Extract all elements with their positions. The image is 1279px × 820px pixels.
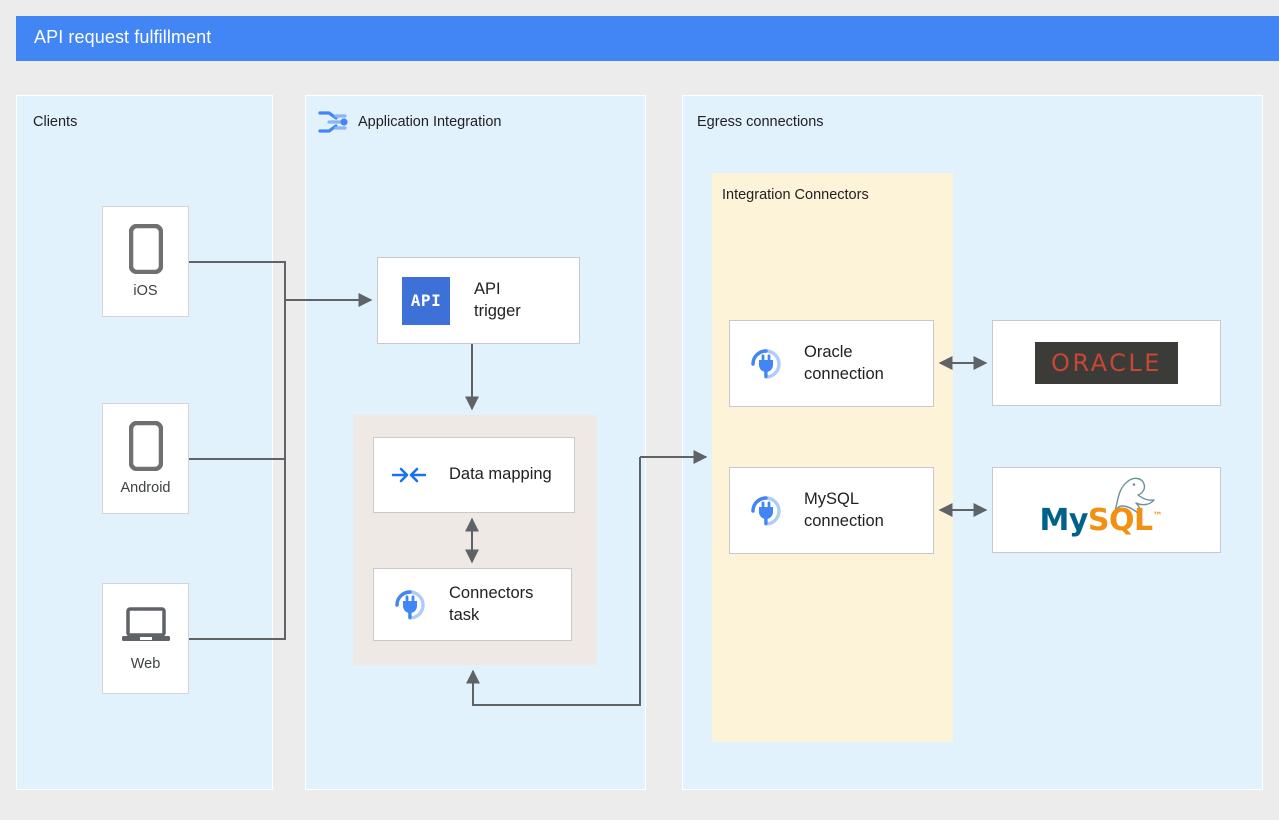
connectors-plug-icon (391, 586, 429, 624)
mysql-dolphin-icon (1112, 477, 1155, 517)
client-card-android[interactable]: Android (102, 403, 189, 514)
data-mapping-label: Data mapping (449, 465, 552, 484)
page-title: API request fulfillment (34, 27, 212, 47)
client-label-web: Web (130, 656, 161, 672)
mysql-logo-my: My (1039, 503, 1089, 538)
connectors-plug-icon (747, 492, 785, 530)
egress-panel-label: Egress connections (697, 114, 824, 130)
clients-panel-label: Clients (33, 114, 78, 130)
oracle-connection-label: Oracle connection (804, 343, 884, 383)
client-card-web[interactable]: Web (102, 583, 189, 694)
oracle-logo-text: ORACLE (1051, 349, 1162, 377)
data-mapping-icon (392, 463, 426, 487)
integration-connectors-label: Integration Connectors (722, 187, 869, 203)
oracle-connection-node[interactable]: Oracle connection (729, 320, 934, 407)
mysql-trademark: ™ (1152, 511, 1163, 522)
client-label-android: Android (120, 480, 171, 496)
api-trigger-node[interactable]: API API trigger (377, 257, 580, 344)
application-integration-icon (316, 105, 350, 139)
mysql-logo-sql: SQL (1087, 503, 1153, 538)
client-label-ios: iOS (133, 283, 158, 299)
api-trigger-label: API trigger (474, 280, 521, 320)
application-integration-panel-label: Application Integration (358, 114, 502, 130)
laptop-icon (120, 605, 172, 647)
integration-connectors-subpanel (712, 173, 953, 742)
connectors-task-node[interactable]: Connectors task (373, 568, 572, 641)
data-mapping-node[interactable]: Data mapping (373, 437, 575, 513)
mysql-connection-node[interactable]: MySQL connection (729, 467, 934, 554)
api-trigger-icon: API (402, 276, 450, 325)
api-chip-text: API (410, 291, 442, 310)
mysql-backend-card[interactable]: MySQL™ (992, 467, 1221, 553)
connectors-task-label: Connectors task (449, 584, 534, 624)
mobile-phone-icon (128, 224, 163, 274)
mobile-phone-icon (128, 421, 163, 471)
mysql-logo-text: MySQL™ (1040, 503, 1163, 538)
client-card-ios[interactable]: iOS (102, 206, 189, 317)
mysql-connection-label: MySQL connection (804, 490, 884, 530)
oracle-logo: ORACLE (1035, 342, 1178, 384)
header-bar (16, 16, 1279, 61)
connectors-plug-icon (747, 345, 785, 383)
mysql-logo: MySQL™ (1032, 474, 1182, 546)
oracle-backend-card[interactable]: ORACLE (992, 320, 1221, 406)
